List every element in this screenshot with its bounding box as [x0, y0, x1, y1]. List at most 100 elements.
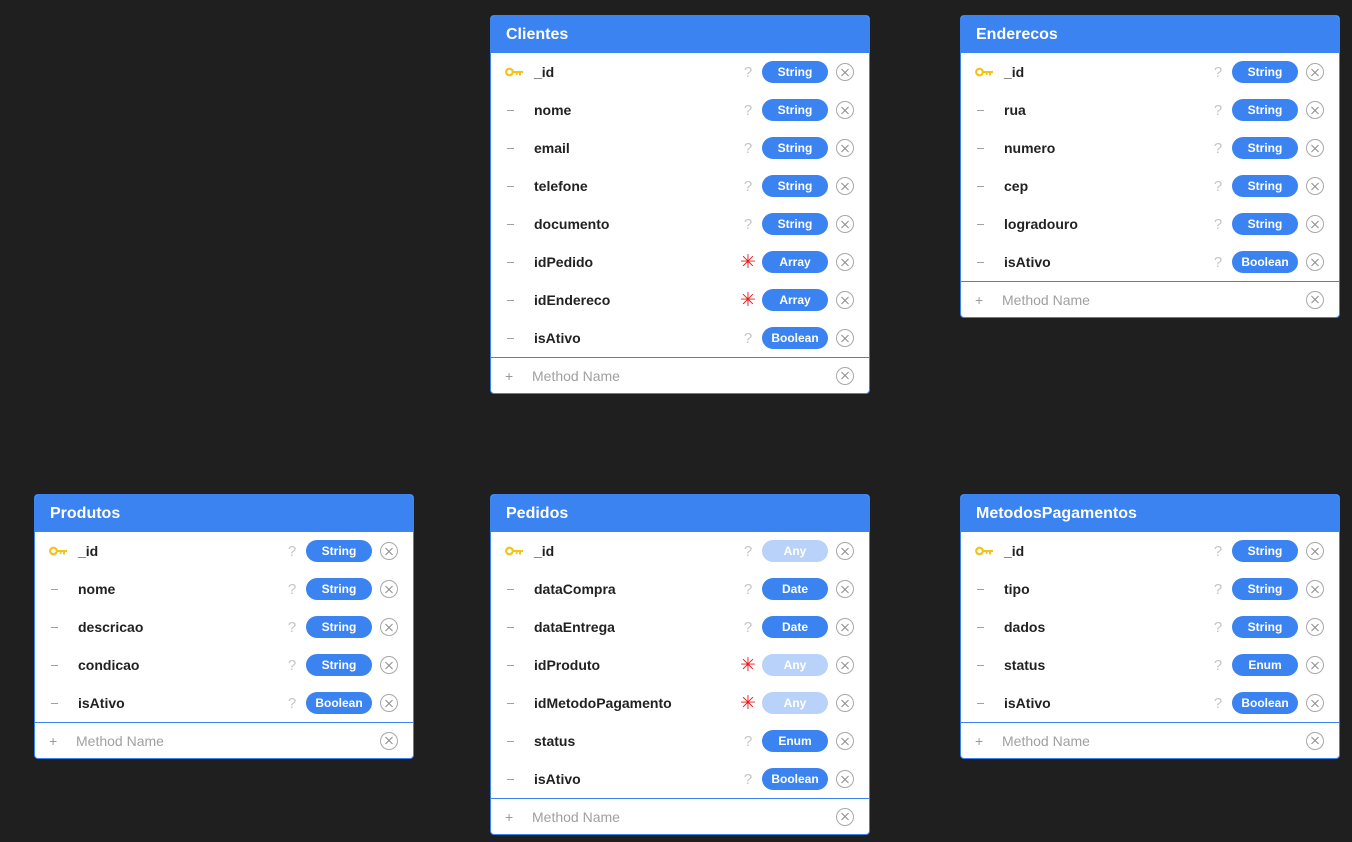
type-badge[interactable]: String [1232, 175, 1298, 197]
type-badge[interactable]: String [1232, 540, 1298, 562]
question-icon[interactable]: ? [1213, 542, 1223, 560]
question-icon[interactable]: ? [743, 101, 753, 119]
field-row[interactable]: isAtivo?Boolean [35, 684, 413, 722]
field-drag-handle[interactable] [491, 109, 534, 111]
question-icon[interactable]: ? [287, 618, 297, 636]
field-drag-handle[interactable] [491, 664, 534, 666]
type-badge[interactable]: Array [762, 251, 828, 273]
field-row[interactable]: descricao?String [35, 608, 413, 646]
field-row[interactable]: status?Enum [491, 722, 869, 760]
method-name-input[interactable] [76, 732, 380, 749]
question-icon[interactable]: ? [743, 618, 753, 636]
field-row[interactable]: dataCompra?Date [491, 570, 869, 608]
field-row[interactable]: isAtivo?Boolean [961, 684, 1339, 722]
field-drag-handle[interactable] [491, 185, 534, 187]
field-name[interactable]: email [534, 140, 570, 156]
field-name[interactable]: isAtivo [534, 771, 581, 787]
plus-icon[interactable]: + [505, 367, 514, 384]
question-icon[interactable]: ? [1213, 656, 1223, 674]
type-badge[interactable]: Boolean [1232, 251, 1298, 273]
field-row[interactable]: idPedido✳Array [491, 243, 869, 281]
remove-field-icon[interactable] [836, 253, 854, 271]
field-name[interactable]: _id [78, 543, 99, 559]
type-badge[interactable]: String [762, 61, 828, 83]
remove-field-icon[interactable] [380, 580, 398, 598]
remove-field-icon[interactable] [1306, 63, 1324, 81]
field-row[interactable]: nome?String [491, 91, 869, 129]
remove-field-icon[interactable] [836, 656, 854, 674]
remove-field-icon[interactable] [836, 329, 854, 347]
field-row[interactable]: _id?String [961, 53, 1339, 91]
field-row[interactable]: numero?String [961, 129, 1339, 167]
question-icon[interactable]: ? [743, 770, 753, 788]
field-drag-handle[interactable] [491, 299, 534, 301]
remove-field-icon[interactable] [836, 694, 854, 712]
field-drag-handle[interactable] [961, 664, 1004, 666]
field-name[interactable]: descricao [78, 619, 144, 635]
field-name[interactable]: isAtivo [1004, 254, 1051, 270]
question-icon[interactable]: ? [743, 63, 753, 81]
question-icon[interactable]: ? [287, 694, 297, 712]
field-row[interactable]: idEndereco ✳ Array [491, 281, 869, 319]
plus-icon[interactable]: + [975, 732, 984, 749]
field-drag-handle[interactable] [35, 626, 78, 628]
question-icon[interactable]: ? [1213, 177, 1223, 195]
remove-method-icon[interactable] [1306, 290, 1324, 309]
remove-field-icon[interactable] [1306, 139, 1324, 157]
field-row[interactable]: dados?String [961, 608, 1339, 646]
remove-field-icon[interactable] [1306, 101, 1324, 119]
type-badge[interactable]: String [306, 578, 372, 600]
type-badge[interactable]: String [1232, 213, 1298, 235]
type-badge[interactable]: String [762, 137, 828, 159]
remove-field-icon[interactable] [836, 618, 854, 636]
method-name-input[interactable] [1002, 291, 1306, 308]
type-badge[interactable]: String [1232, 616, 1298, 638]
remove-field-icon[interactable] [836, 770, 854, 788]
field-name[interactable]: idEndereco [534, 292, 611, 308]
field-name[interactable]: condicao [78, 657, 140, 673]
remove-field-icon[interactable] [1306, 694, 1324, 712]
question-icon[interactable]: ? [1213, 139, 1223, 157]
field-row[interactable]: _id?Any [491, 532, 869, 570]
type-badge[interactable]: String [1232, 137, 1298, 159]
field-name[interactable]: _id [534, 543, 555, 559]
type-badge[interactable]: Array [762, 289, 828, 311]
remove-field-icon[interactable] [380, 618, 398, 636]
plus-icon[interactable]: + [49, 732, 58, 749]
field-drag-handle[interactable] [961, 109, 1004, 111]
field-name[interactable]: dataEntrega [534, 619, 615, 635]
asterisk-icon[interactable]: ✳ [740, 692, 756, 714]
field-row[interactable]: email?String [491, 129, 869, 167]
table-title[interactable]: Clientes [491, 16, 869, 53]
asterisk-icon[interactable]: ✳ [740, 251, 756, 273]
type-badge[interactable]: Any [762, 654, 828, 676]
field-row[interactable]: telefone?String [491, 167, 869, 205]
question-icon[interactable]: ? [1213, 215, 1223, 233]
field-name[interactable]: _id [534, 64, 555, 80]
field-name[interactable]: idProduto [534, 657, 601, 673]
question-icon[interactable]: ? [287, 656, 297, 674]
question-icon[interactable]: ? [287, 580, 297, 598]
field-row[interactable]: _id?String [35, 532, 413, 570]
field-name[interactable]: status [534, 733, 576, 749]
asterisk-icon[interactable]: ✳ [740, 289, 756, 311]
field-row[interactable]: condicao?String [35, 646, 413, 684]
field-drag-handle[interactable] [961, 702, 1004, 704]
field-row[interactable]: _id?String [961, 532, 1339, 570]
field-name[interactable]: documento [534, 216, 610, 232]
field-drag-handle[interactable] [961, 147, 1004, 149]
remove-method-icon[interactable] [836, 366, 854, 385]
field-drag-handle[interactable] [961, 185, 1004, 187]
remove-field-icon[interactable] [836, 542, 854, 560]
type-badge[interactable]: String [1232, 99, 1298, 121]
remove-field-icon[interactable] [1306, 542, 1324, 560]
table-title[interactable]: Produtos [35, 495, 413, 532]
question-icon[interactable]: ? [743, 215, 753, 233]
field-drag-handle[interactable] [35, 702, 78, 704]
plus-icon[interactable]: + [505, 808, 514, 825]
type-badge[interactable]: Date [762, 578, 828, 600]
